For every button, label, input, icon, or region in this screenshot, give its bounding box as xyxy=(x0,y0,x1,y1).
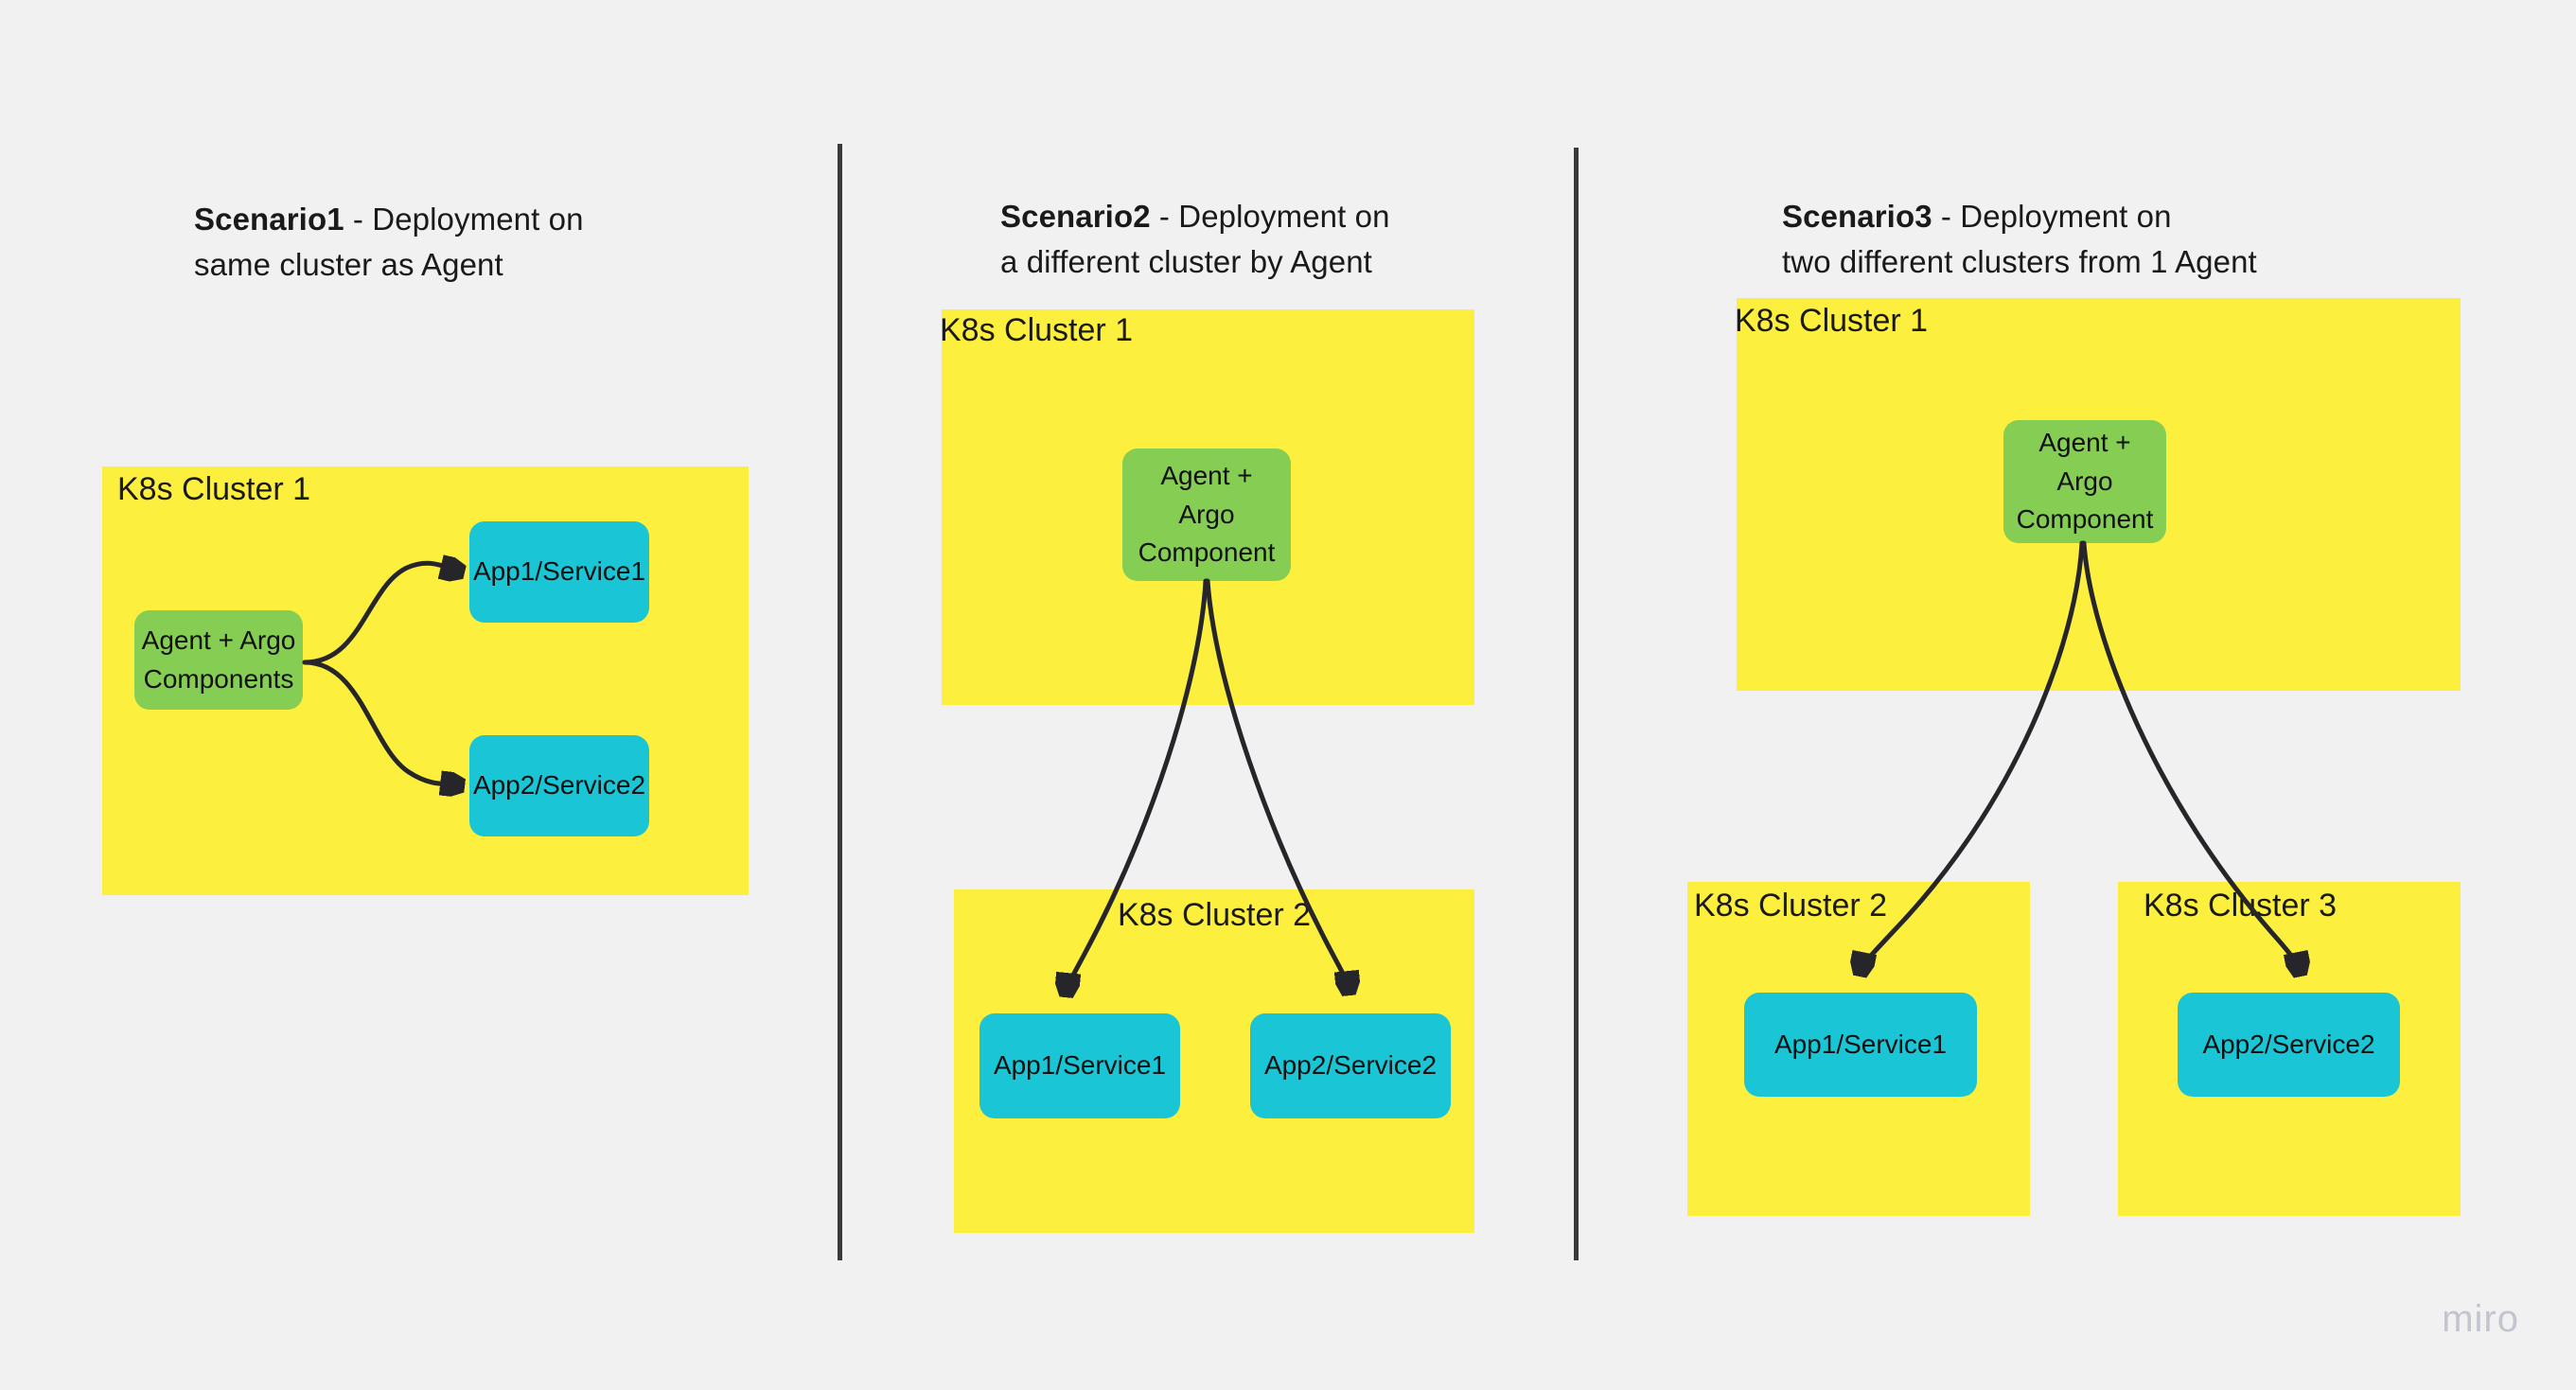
s2-app1-label: App1/Service1 xyxy=(993,1050,1167,1081)
scenario1-title: Scenario1 - Deployment on same cluster a… xyxy=(194,151,724,288)
s1-app1-node[interactable]: App1/Service1 xyxy=(469,521,649,623)
panel-divider-1 xyxy=(838,144,842,1260)
s2-cluster2-label: K8s Cluster 2 xyxy=(1117,897,1312,933)
s3-app1-node[interactable]: App1/Service1 xyxy=(1744,993,1977,1097)
s2-cluster1-label: K8s Cluster 1 xyxy=(940,312,1134,348)
s1-app2-node[interactable]: App2/Service2 xyxy=(469,735,649,836)
s3-cluster3-label: K8s Cluster 3 xyxy=(2144,888,2338,924)
miro-watermark: miro xyxy=(2442,1298,2519,1340)
scenario2-title-strong: Scenario2 xyxy=(1000,198,1151,234)
scenario3-title: Scenario3 - Deployment on two different … xyxy=(1782,149,2444,285)
s2-agent-label: Agent + Argo Component xyxy=(1138,461,1276,568)
scenario2-title-rest: - Deployment on a different cluster by A… xyxy=(1000,198,1390,279)
s3-app2-node[interactable]: App2/Service2 xyxy=(2178,993,2400,1097)
scenario3-title-strong: Scenario3 xyxy=(1782,198,1932,234)
panel-divider-2 xyxy=(1574,148,1579,1260)
s1-app2-label: App2/Service2 xyxy=(472,770,646,801)
s3-agent-label: Agent + Argo Component xyxy=(2016,428,2154,535)
s1-agent-label: Agent + Argo Components xyxy=(141,625,296,694)
scenario1-title-strong: Scenario1 xyxy=(194,201,344,237)
s2-app2-label: App2/Service2 xyxy=(1263,1050,1438,1081)
s1-app1-label: App1/Service1 xyxy=(472,556,646,587)
s3-app1-label: App1/Service1 xyxy=(1773,1029,1948,1059)
s3-app2-label: App2/Service2 xyxy=(2202,1029,2375,1059)
s1-cluster1-label: K8s Cluster 1 xyxy=(117,471,311,507)
scenario2-title: Scenario2 - Deployment on a different cl… xyxy=(1000,149,1530,285)
s2-app1-node[interactable]: App1/Service1 xyxy=(979,1013,1180,1118)
s1-agent-node[interactable]: Agent + Argo Components xyxy=(134,610,303,710)
s2-app2-node[interactable]: App2/Service2 xyxy=(1250,1013,1451,1118)
s3-cluster1-label: K8s Cluster 1 xyxy=(1735,303,1929,339)
s2-agent-node[interactable]: Agent + Argo Component xyxy=(1122,449,1291,581)
scenario1-title-rest: - Deployment on same cluster as Agent xyxy=(194,201,584,282)
s3-agent-node[interactable]: Agent + Argo Component xyxy=(2003,420,2166,543)
scenario3-title-rest: - Deployment on two different clusters f… xyxy=(1782,198,2257,279)
s3-cluster2-label: K8s Cluster 2 xyxy=(1694,888,1888,924)
